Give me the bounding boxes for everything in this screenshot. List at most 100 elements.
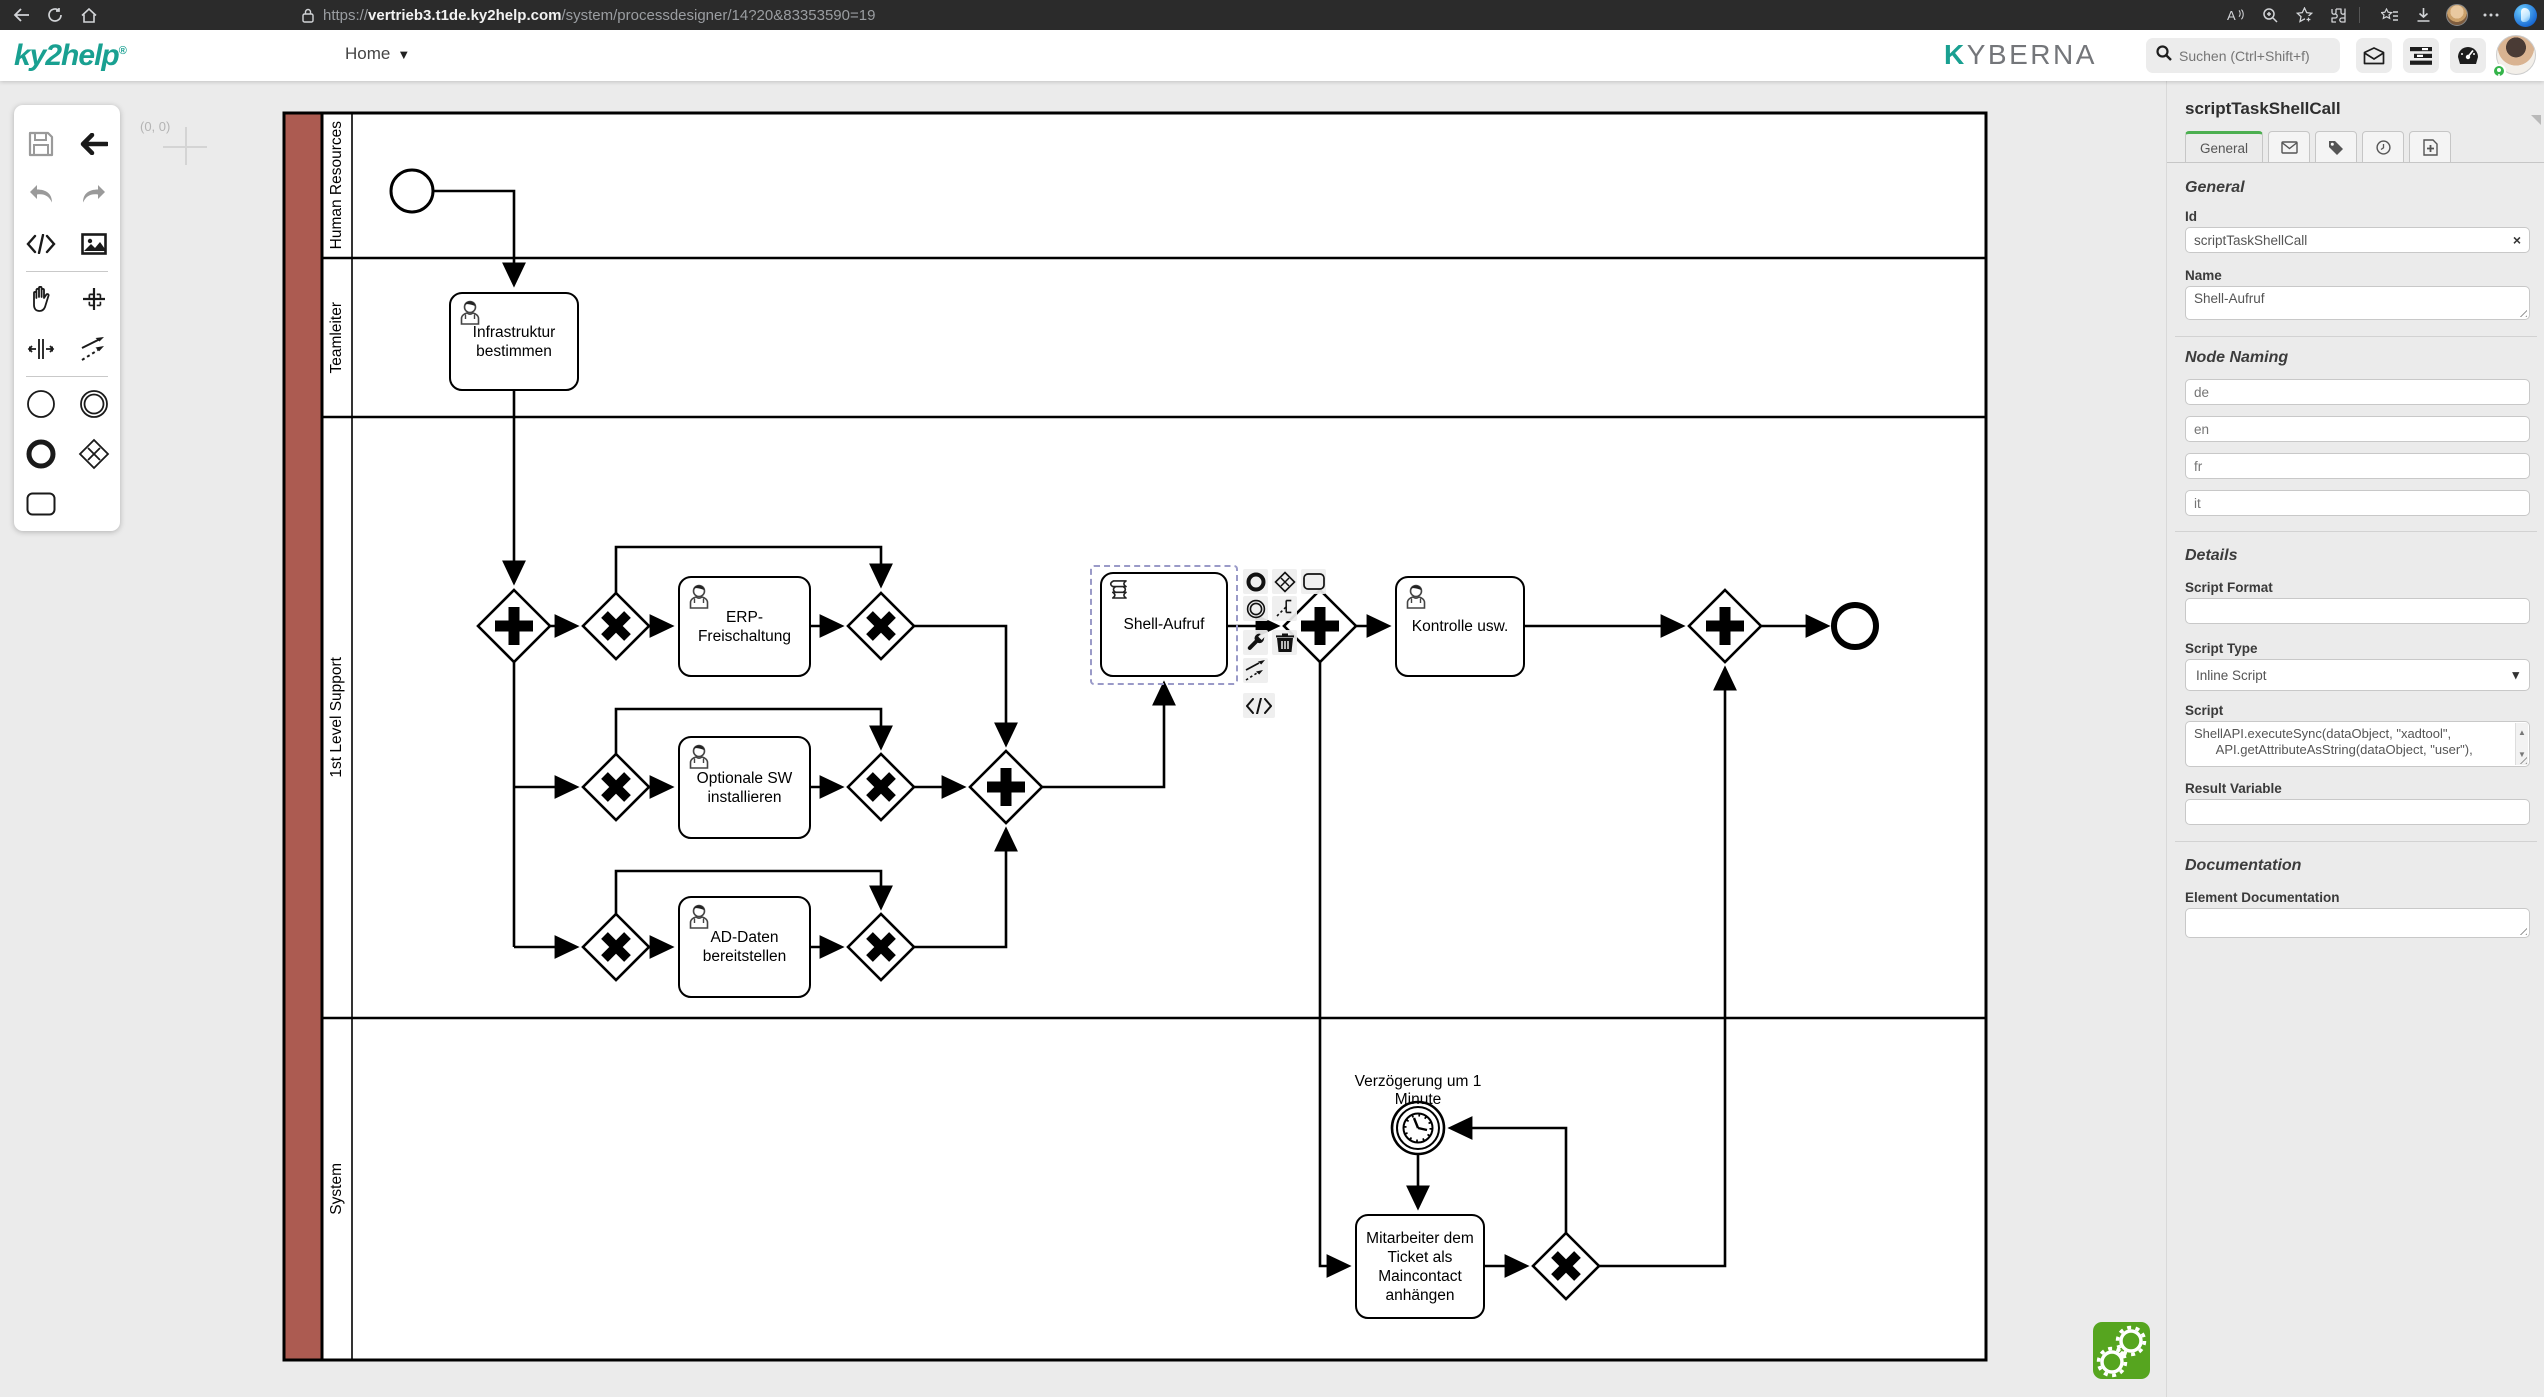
- task-optionale-sw-installieren[interactable]: Optionale SW installieren: [678, 736, 811, 839]
- mail-button[interactable]: [2356, 38, 2392, 73]
- settings-more-icon[interactable]: [2478, 2, 2504, 28]
- create-intermediate-event-button[interactable]: [76, 386, 112, 422]
- save-button[interactable]: [23, 126, 59, 162]
- scroll-down-icon: ▼: [2518, 750, 2526, 759]
- task-kontrolle-usw[interactable]: Kontrolle usw.: [1395, 576, 1525, 677]
- result-variable-label: Result Variable: [2185, 781, 2282, 796]
- resize-grip-icon[interactable]: [2517, 925, 2527, 935]
- toolbar-divider: [26, 376, 108, 377]
- node-name-de-field[interactable]: [2185, 379, 2530, 405]
- connect-flow-icon[interactable]: [1243, 658, 1268, 683]
- collections-icon[interactable]: [2376, 2, 2402, 28]
- browser-refresh-icon[interactable]: [42, 2, 68, 28]
- nav-home[interactable]: Home▼: [345, 44, 411, 63]
- parallel-gateway-join[interactable]: [968, 749, 1044, 825]
- create-end-event-button[interactable]: [23, 436, 59, 472]
- process-canvas[interactable]: Human Resources Teamleiter 1st Level Sup…: [0, 81, 2166, 1397]
- script-format-field[interactable]: [2185, 598, 2530, 624]
- lane-label-system[interactable]: System: [328, 1163, 345, 1215]
- append-end-event-icon[interactable]: [1243, 569, 1268, 594]
- name-field[interactable]: Shell-Aufruf: [2185, 286, 2530, 320]
- undo-button[interactable]: [23, 176, 59, 212]
- task-ad-daten-bereitstellen[interactable]: AD-Daten bereitstellen: [678, 896, 811, 998]
- exclusive-gateway[interactable]: [581, 752, 651, 822]
- exclusive-gateway[interactable]: [846, 591, 916, 661]
- tab-labels[interactable]: [2315, 131, 2358, 163]
- scrollbar[interactable]: ▲▼: [2515, 723, 2528, 765]
- parallel-gateway-final[interactable]: [1687, 588, 1763, 664]
- modules-button[interactable]: [2403, 38, 2439, 73]
- script-edit-icon[interactable]: [1243, 693, 1275, 718]
- browser-back-icon[interactable]: [8, 2, 34, 28]
- script-type-select[interactable]: Inline Script ▾: [2185, 659, 2530, 691]
- browser-home-icon[interactable]: [76, 2, 102, 28]
- resize-grip-icon[interactable]: [2517, 307, 2527, 317]
- ky2help-logo[interactable]: ky2help®: [14, 39, 127, 72]
- resize-grip-icon[interactable]: [2517, 754, 2527, 764]
- clock-icon: [2375, 139, 2391, 155]
- copilot-icon[interactable]: [2512, 2, 2538, 28]
- element-documentation-field[interactable]: [2185, 908, 2530, 938]
- pool[interactable]: [282, 111, 1988, 1362]
- task-mitarbeiter-maincontact[interactable]: Mitarbeiter dem Ticket als Maincontact a…: [1355, 1214, 1485, 1319]
- global-search[interactable]: [2146, 38, 2340, 73]
- redo-button[interactable]: [76, 176, 112, 212]
- lane-label-human-resources[interactable]: Human Resources: [328, 121, 345, 250]
- hand-tool-button[interactable]: [23, 281, 59, 317]
- append-gateway-icon[interactable]: [1272, 569, 1297, 594]
- script-task-icon: [1109, 580, 1127, 599]
- bpmn-engine-logo: [2093, 1322, 2150, 1379]
- exclusive-gateway[interactable]: [581, 591, 651, 661]
- task-shell-aufruf[interactable]: Shell-Aufruf: [1100, 572, 1228, 677]
- image-export-button[interactable]: [76, 226, 112, 262]
- space-tool-button[interactable]: [23, 331, 59, 367]
- append-task-icon[interactable]: [1301, 569, 1326, 594]
- result-variable-field[interactable]: [2185, 799, 2530, 825]
- dashboard-button[interactable]: [2450, 38, 2486, 73]
- id-field[interactable]: scriptTaskShellCall ×: [2185, 227, 2530, 253]
- script-label: Script: [2185, 703, 2224, 718]
- address-bar[interactable]: https://vertrieb3.t1de.ky2help.com/syste…: [302, 7, 2215, 24]
- profile-avatar[interactable]: [2444, 2, 2470, 28]
- connect-tool-button[interactable]: [76, 331, 112, 367]
- read-aloud-icon[interactable]: A: [2223, 2, 2249, 28]
- lasso-tool-button[interactable]: [76, 281, 112, 317]
- script-field[interactable]: ShellAPI.executeSync(dataObject, "xadtoo…: [2185, 721, 2530, 767]
- lane-label-1st-level-support[interactable]: 1st Level Support: [328, 657, 345, 778]
- sequence-flows[interactable]: [433, 189, 1831, 1278]
- exclusive-gateway[interactable]: [846, 752, 916, 822]
- append-text-annotation-icon[interactable]: [1272, 596, 1297, 621]
- xml-code-button[interactable]: [23, 226, 59, 262]
- exclusive-gateway[interactable]: [581, 912, 651, 982]
- tab-general[interactable]: General: [2185, 131, 2264, 163]
- start-event[interactable]: [389, 168, 435, 214]
- exclusive-gateway[interactable]: [846, 912, 916, 982]
- lane-label-teamleiter[interactable]: Teamleiter: [328, 301, 345, 374]
- clear-field-icon[interactable]: ×: [2512, 232, 2521, 248]
- exclusive-gateway-loop[interactable]: [1531, 1231, 1601, 1301]
- back-button[interactable]: [76, 126, 112, 162]
- zoom-page-icon[interactable]: [2257, 2, 2283, 28]
- tab-timing[interactable]: [2362, 131, 2405, 163]
- trash-delete-icon[interactable]: [1272, 630, 1297, 655]
- node-name-it-field[interactable]: [2185, 490, 2530, 516]
- wrench-change-type-icon[interactable]: [1243, 630, 1268, 655]
- downloads-icon[interactable]: [2410, 2, 2436, 28]
- extensions-icon[interactable]: [2325, 2, 2351, 28]
- task-erp-freischaltung[interactable]: ERP-Freischaltung: [678, 576, 811, 677]
- end-event[interactable]: [1831, 602, 1879, 650]
- tab-messaging[interactable]: [2268, 131, 2311, 163]
- task-infrastruktur-bestimmen[interactable]: Infrastruktur bestimmen: [449, 292, 579, 391]
- append-intermediate-event-icon[interactable]: [1243, 596, 1268, 621]
- timer-event[interactable]: [1390, 1100, 1446, 1156]
- create-start-event-button[interactable]: [23, 386, 59, 422]
- favorite-star-icon[interactable]: [2291, 2, 2317, 28]
- create-gateway-button[interactable]: [76, 436, 112, 472]
- parallel-gateway-split[interactable]: [476, 588, 552, 664]
- tab-extensions[interactable]: [2409, 131, 2452, 163]
- panel-scroll-arrow-icon[interactable]: [2531, 115, 2541, 125]
- node-name-en-field[interactable]: [2185, 416, 2530, 442]
- search-input[interactable]: [2179, 47, 2329, 64]
- create-task-button[interactable]: [23, 486, 59, 522]
- node-name-fr-field[interactable]: [2185, 453, 2530, 479]
